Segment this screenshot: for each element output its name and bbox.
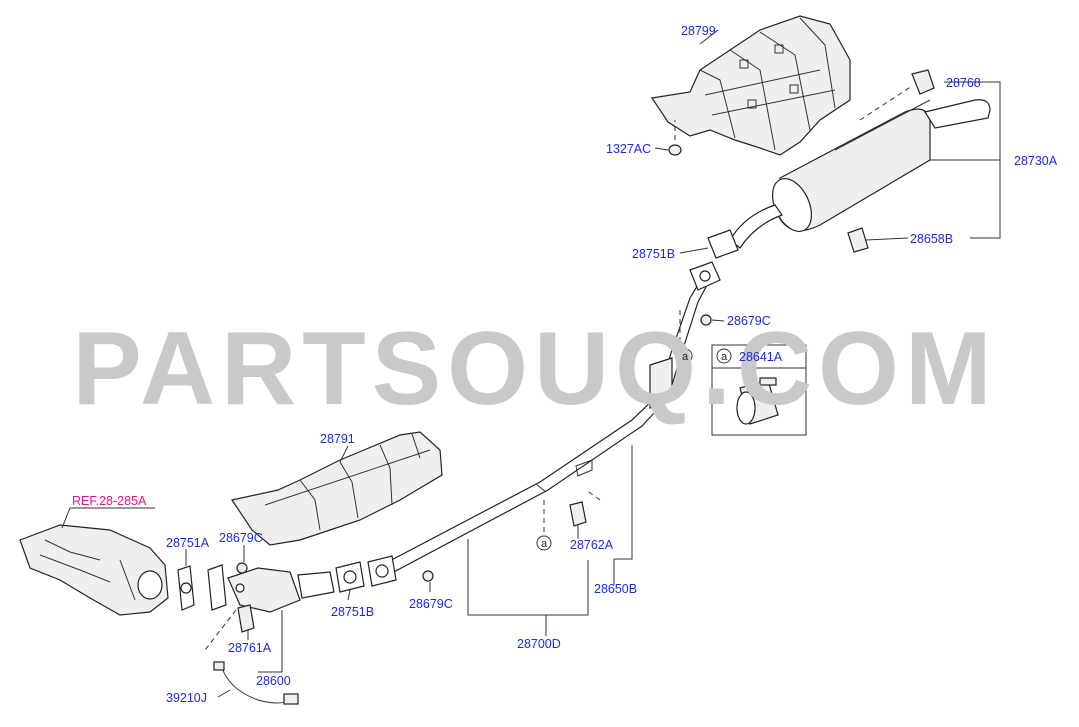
label-28679c-top[interactable]: 28679C bbox=[727, 314, 771, 328]
leader-lines bbox=[61, 29, 1001, 698]
label-28799[interactable]: 28799 bbox=[681, 24, 716, 38]
callout-a-bottom-text: a bbox=[541, 538, 548, 550]
nut-28679c-bottom bbox=[422, 570, 434, 582]
label-28730a[interactable]: 28730A bbox=[1014, 154, 1058, 168]
nut-28679c-left bbox=[236, 562, 248, 574]
label-1327ac[interactable]: 1327AC bbox=[606, 142, 651, 156]
callout-marker-a-bottom bbox=[536, 535, 552, 551]
label-28762a[interactable]: 28762A bbox=[570, 538, 614, 552]
exhaust-manifold bbox=[19, 524, 169, 616]
gasket-28751a bbox=[177, 565, 195, 611]
hanger-28762a bbox=[569, 501, 587, 527]
watermark: PARTSOUQ.COM bbox=[72, 311, 997, 427]
label-28700d[interactable]: 28700D bbox=[517, 637, 561, 651]
label-28751b-bottom[interactable]: 28751B bbox=[331, 605, 374, 619]
label-28751b-top[interactable]: 28751B bbox=[632, 247, 675, 261]
label-39210j[interactable]: 39210J bbox=[166, 691, 207, 705]
label-28791[interactable]: 28791 bbox=[320, 432, 355, 446]
front-pipe-catalyst bbox=[207, 564, 335, 613]
label-28641a[interactable]: 28641A bbox=[739, 350, 783, 364]
rear-muffler bbox=[729, 99, 991, 249]
label-28679c-left[interactable]: 28679C bbox=[219, 531, 263, 545]
hanger-28761a bbox=[237, 604, 255, 633]
callout-marker-a-top bbox=[677, 348, 693, 364]
label-28600[interactable]: 28600 bbox=[256, 674, 291, 688]
hanger-28768 bbox=[911, 69, 935, 95]
detail-marker-a: a bbox=[721, 351, 728, 363]
label-28679c-bottom[interactable]: 28679C bbox=[409, 597, 453, 611]
callout-a-top-text: a bbox=[682, 351, 689, 363]
upper-heat-shield bbox=[650, 15, 851, 156]
ref-link[interactable]: REF.28-285A bbox=[72, 494, 147, 508]
label-28751a[interactable]: 28751A bbox=[166, 536, 210, 550]
hanger-28658b bbox=[847, 227, 869, 253]
nut-1327ac bbox=[668, 120, 682, 156]
gasket-28751b-top bbox=[689, 229, 739, 291]
gasket-28751b-bottom bbox=[335, 555, 397, 593]
label-28761a[interactable]: 28761A bbox=[228, 641, 272, 655]
nut-28679c-top bbox=[700, 314, 712, 326]
label-28650b[interactable]: 28650B bbox=[594, 582, 637, 596]
label-28658b[interactable]: 28658B bbox=[910, 232, 953, 246]
oxygen-sensor bbox=[204, 609, 299, 705]
detail-box-28641a bbox=[711, 344, 807, 436]
label-28768[interactable]: 28768 bbox=[946, 76, 981, 90]
front-heat-shield bbox=[231, 431, 443, 546]
